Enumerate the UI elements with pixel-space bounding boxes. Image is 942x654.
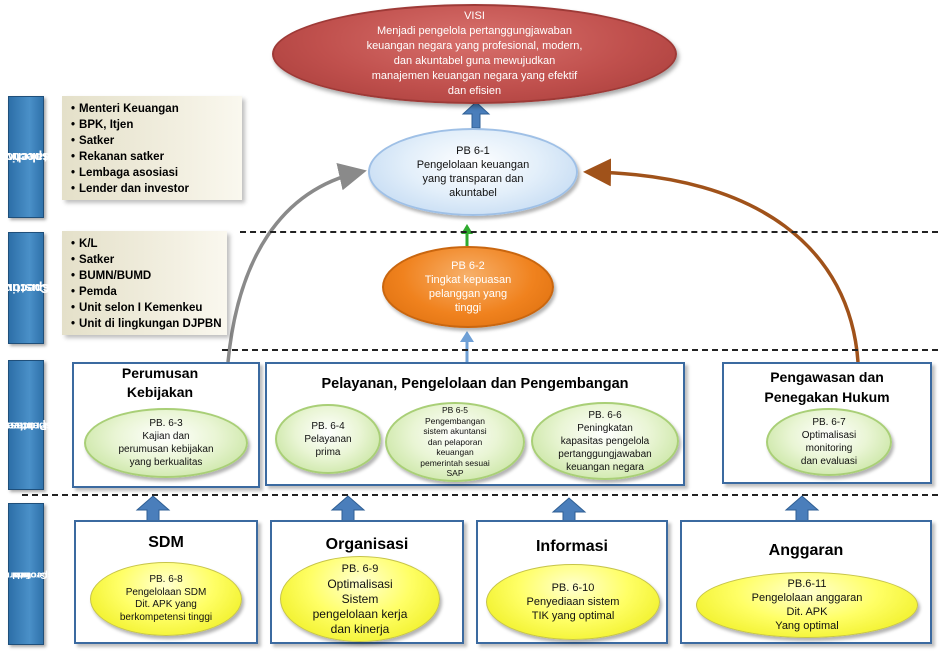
stakeholder-item: Satker bbox=[71, 133, 236, 149]
pb65-ellipse: PB 6-5 Pengembangan sistem akuntansi dan… bbox=[385, 402, 525, 482]
customer-list-box: K/L Satker BUMN/BUMD Pemda Unit selon I … bbox=[62, 231, 227, 335]
pb68-ellipse: PB. 6-8 Pengelolaan SDM Dit. APK yang be… bbox=[90, 562, 242, 636]
separator-internal-learning bbox=[22, 494, 938, 496]
arrow-pb61-to-visi bbox=[461, 101, 491, 129]
organisasi-title: Organisasi bbox=[325, 536, 409, 553]
pb61-ellipse: PB 6-1 Pengelolaan keuangan yang transpa… bbox=[368, 128, 578, 216]
customer-item: Satker bbox=[71, 252, 221, 268]
pelayanan-pengelolaan-box: Pelayanan, Pengelolaan dan Pengembangan … bbox=[265, 362, 685, 486]
pb610-ellipse: PB. 6-10 Penyediaan sistem TIK yang opti… bbox=[486, 564, 660, 640]
stakeholder-item: Rekanan satker bbox=[71, 149, 236, 165]
informasi-title: Informasi bbox=[535, 538, 608, 555]
learning-growth-perspective-label: LearningandGrowthPerspective bbox=[0, 503, 69, 645]
pb611-ellipse: PB.6-11 Pengelolaan anggaran Dit. APK Ya… bbox=[696, 572, 918, 638]
arrow-pengawasan-to-pb61 bbox=[583, 158, 860, 363]
stakeholder-perspective-label: StakeholderPerspective bbox=[0, 96, 70, 218]
sdm-box: SDM PB. 6-8 Pengelolaan SDM Dit. APK yan… bbox=[74, 520, 258, 644]
vision-line: keuangan negara yang profesional, modern… bbox=[366, 40, 583, 52]
pb61-code: PB 6-1 bbox=[456, 145, 490, 157]
pb66-ellipse: PB. 6-6 Peningkatan kapasitas pengelola … bbox=[531, 402, 679, 480]
customer-perspective-label: CustomerPerspective bbox=[0, 232, 70, 344]
stakeholder-list-box: Menteri Keuangan BPK, Itjen Satker Rekan… bbox=[62, 96, 242, 200]
arrow-sdm-up bbox=[135, 495, 171, 523]
organisasi-box: Organisasi PB. 6-9 Optimalisasi Sistem p… bbox=[270, 520, 464, 644]
vision-title: VISI bbox=[464, 10, 485, 22]
customer-item: Pemda bbox=[71, 284, 221, 300]
pb67-ellipse: PB. 6-7 Optimalisasi monitoring dan eval… bbox=[766, 408, 892, 476]
vision-line: manajemen keuangan negara yang efektif bbox=[371, 70, 578, 82]
anggaran-title: Anggaran bbox=[768, 542, 844, 559]
vision-line: Menjadi pengelola pertanggungjawaban bbox=[376, 25, 573, 37]
sdm-title: SDM bbox=[148, 534, 184, 551]
vision-ellipse: VISI Menjadi pengelola pertanggungjawaba… bbox=[272, 4, 677, 104]
vision-line: dan efisien bbox=[447, 85, 502, 97]
arrow-anggaran-up bbox=[784, 495, 820, 523]
pb69-ellipse: PB. 6-9 Optimalisasi Sistem pengelolaan … bbox=[280, 556, 440, 642]
perumusan-kebijakan-box: Perumusan Kebijakan PB. 6-3 Kajian dan p… bbox=[72, 362, 260, 488]
customer-item: K/L bbox=[71, 236, 221, 252]
perumusan-kebijakan-title: Perumusan Kebijakan bbox=[121, 365, 199, 400]
stakeholder-item: Menteri Keuangan bbox=[71, 101, 236, 117]
stakeholder-item: Lender dan investor bbox=[71, 181, 236, 197]
vision-line: dan akuntabel guna mewujudkan bbox=[393, 55, 556, 67]
stakeholder-item: Lembaga asosiasi bbox=[71, 165, 236, 181]
pb62-ellipse: PB 6-2 Tingkat kepuasan pelanggan yang t… bbox=[382, 246, 554, 328]
separator-customer-internal bbox=[222, 349, 938, 351]
customer-item: Unit di lingkungan DJPBN bbox=[71, 316, 221, 332]
pengawasan-penegakan-box: Pengawasan dan Penegakan Hukum PB. 6-7 O… bbox=[722, 362, 932, 484]
pb62-code: PB 6-2 bbox=[451, 260, 485, 272]
internal-process-perspective-label: InternalProcessPerspective bbox=[0, 360, 69, 490]
anggaran-box: Anggaran PB.6-11 Pengelolaan anggaran Di… bbox=[680, 520, 932, 644]
informasi-box: Informasi PB. 6-10 Penyediaan sistem TIK… bbox=[476, 520, 668, 644]
arrow-perumusan-to-pb61 bbox=[226, 162, 367, 363]
stakeholder-item: BPK, Itjen bbox=[71, 117, 236, 133]
separator-stakeholder-customer bbox=[240, 231, 938, 233]
pengawasan-penegakan-title: Pengawasan dan Penegakan Hukum bbox=[764, 369, 890, 405]
customer-item: Unit selon I Kemenkeu bbox=[71, 300, 221, 316]
customer-item: BUMN/BUMD bbox=[71, 268, 221, 284]
pb64-ellipse: PB. 6-4 Pelayanan prima bbox=[275, 404, 381, 474]
arrow-organisasi-up bbox=[330, 495, 366, 523]
pb63-ellipse: PB. 6-3 Kajian dan perumusan kebijakan y… bbox=[84, 408, 248, 478]
pelayanan-pengelolaan-title: Pelayanan, Pengelolaan dan Pengembangan bbox=[321, 376, 629, 392]
